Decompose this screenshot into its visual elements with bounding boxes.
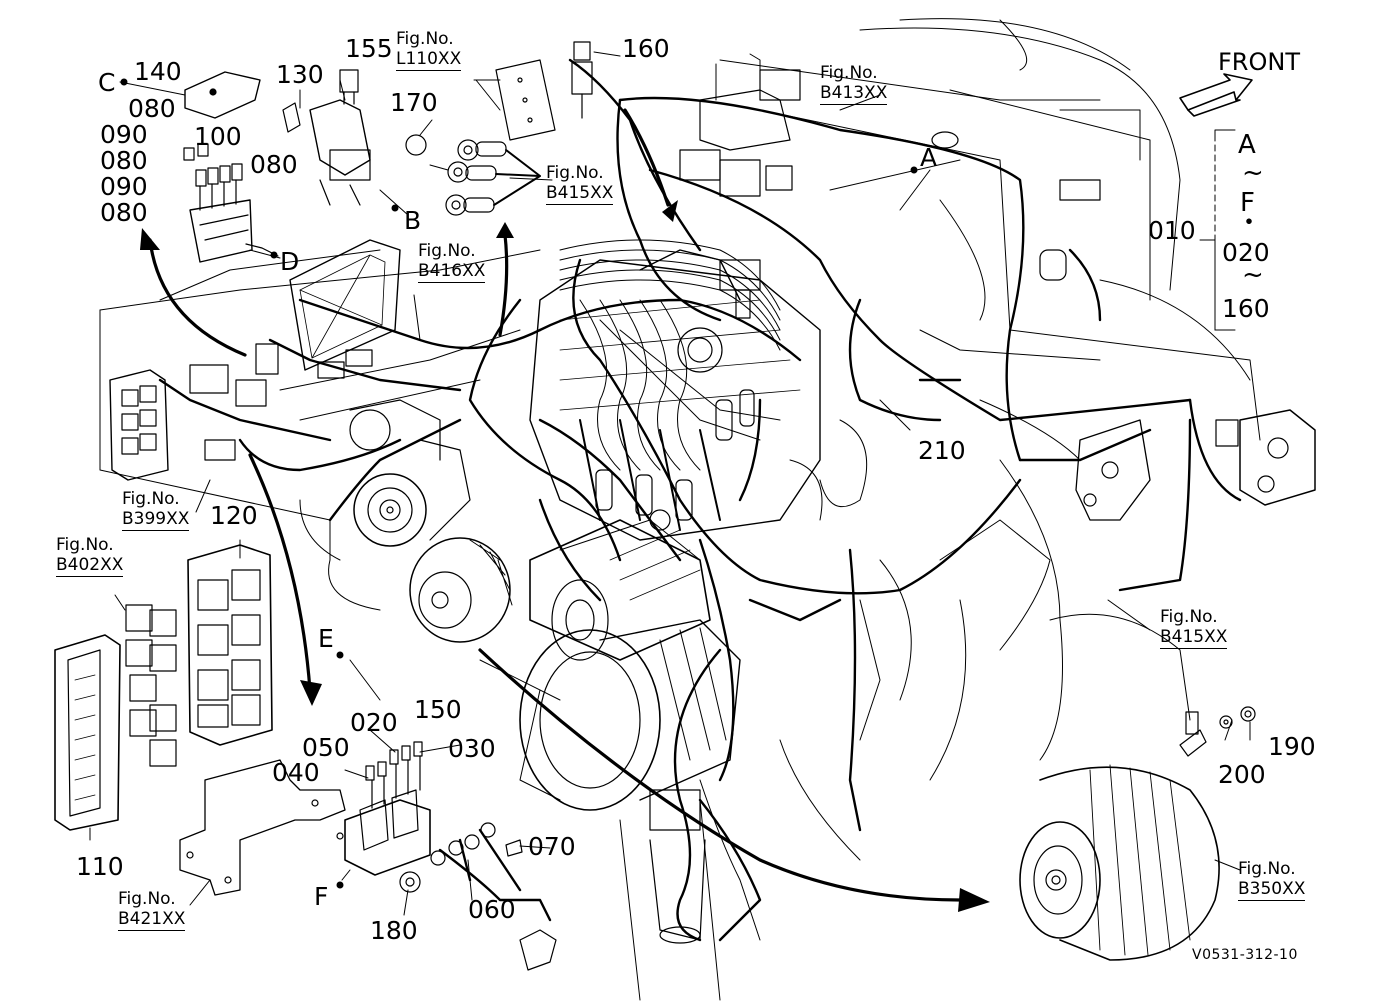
- fig-code: B402XX: [56, 555, 124, 578]
- chassis-outline: [99, 18, 1261, 1001]
- fuse-box-110: [54, 634, 121, 831]
- wire-bundle: [559, 239, 781, 471]
- part-label-090-b: 090: [100, 172, 148, 201]
- part-label-180: 180: [370, 916, 418, 945]
- front-arrow-icon: [1179, 73, 1253, 117]
- range-from: 020: [1222, 238, 1270, 267]
- direction-arrows: [148, 108, 962, 902]
- fig-ref-b399: Fig.No. B399XX: [122, 489, 190, 532]
- relay-group-top: [282, 69, 371, 206]
- part-label-130: 130: [276, 60, 324, 89]
- fuse-block-left: [183, 71, 279, 263]
- letter-label-e: E: [318, 624, 334, 653]
- part-label-150: 150: [414, 695, 462, 724]
- bracket-040: [179, 741, 431, 896]
- letter-label-c: C: [98, 68, 116, 97]
- part-label-140: 140: [134, 57, 182, 86]
- fig-code: B421XX: [118, 909, 186, 932]
- fig-code: L110XX: [396, 49, 462, 72]
- ecu-unit: [289, 239, 401, 379]
- part-label-210: 210: [918, 436, 966, 465]
- drawing-code: V0531-312-10: [1192, 947, 1298, 963]
- fig-ref-b415-right: Fig.No. B415XX: [1160, 607, 1228, 650]
- leader-lines: [89, 51, 1251, 916]
- part-label-050: 050: [302, 733, 350, 762]
- fig-ref-b350: Fig.No. B350XX: [1238, 859, 1306, 902]
- bulb-sockets: [405, 59, 556, 216]
- relay-rack-120: [125, 544, 273, 767]
- range-tilde-2: ~: [1242, 260, 1264, 290]
- fig-code: B399XX: [122, 509, 190, 532]
- letter-dots: [120, 78, 918, 889]
- part-label-060: 060: [468, 895, 516, 924]
- fig-ref-b415-top: Fig.No. B415XX: [546, 163, 614, 206]
- fig-ref-b416: Fig.No. B416XX: [418, 241, 486, 284]
- part-label-200: 200: [1218, 760, 1266, 789]
- part-label-080-b: 080: [100, 146, 148, 175]
- range-to: 160: [1222, 294, 1270, 323]
- part-label-040: 040: [272, 758, 320, 787]
- part-label-100: 100: [194, 122, 242, 151]
- fig-code: B416XX: [418, 261, 486, 284]
- compressor: [349, 399, 471, 547]
- starter-motor: [529, 509, 711, 661]
- part-label-190: 190: [1268, 732, 1316, 761]
- letter-label-a: A: [920, 143, 938, 172]
- part-label-070: 070: [528, 832, 576, 861]
- part-label-110: 110: [76, 852, 124, 881]
- part-label-155: 155: [345, 34, 393, 63]
- range-dot: ・: [1236, 208, 1263, 238]
- fig-ref-b413: Fig.No. B413XX: [820, 63, 888, 106]
- fig-code: B415XX: [546, 183, 614, 206]
- flywheel-housing: [519, 619, 741, 944]
- main-harness: [158, 58, 1242, 942]
- arrow-heads: [140, 200, 990, 912]
- engine-alternator: [409, 537, 513, 643]
- alternator-b350: [1019, 706, 1256, 961]
- relay-group-top-right: [571, 41, 1101, 281]
- range-f: F: [1240, 188, 1255, 218]
- part-label-080-c: 080: [250, 150, 298, 179]
- fig-ref-l110: Fig.No. L110XX: [396, 29, 462, 72]
- part-label-080-a: 080: [128, 94, 176, 123]
- part-label-160: 160: [622, 34, 670, 63]
- fig-code: B350XX: [1238, 879, 1306, 902]
- letter-label-f: F: [314, 882, 329, 911]
- part-label-170: 170: [390, 88, 438, 117]
- terminals: [399, 822, 557, 971]
- fig-ref-b421: Fig.No. B421XX: [118, 889, 186, 932]
- fig-code: B415XX: [1160, 627, 1228, 650]
- fig-code: B413XX: [820, 83, 888, 106]
- valve-block: [1075, 409, 1316, 521]
- part-label-120: 120: [210, 501, 258, 530]
- range-tilde-1: ~: [1242, 158, 1264, 188]
- range-a: A: [1238, 130, 1256, 160]
- front-label: FRONT: [1218, 48, 1300, 76]
- letter-label-d: D: [280, 247, 300, 276]
- part-label-080-d: 080: [100, 198, 148, 227]
- left-relays: [109, 343, 279, 481]
- letter-label-b: B: [404, 206, 422, 235]
- part-label-090-a: 090: [100, 120, 148, 149]
- fig-ref-b402: Fig.No. B402XX: [56, 535, 124, 578]
- part-label-010: 010: [1148, 216, 1196, 245]
- part-label-020: 020: [350, 708, 398, 737]
- part-label-030: 030: [448, 734, 496, 763]
- engine-block: [529, 249, 821, 541]
